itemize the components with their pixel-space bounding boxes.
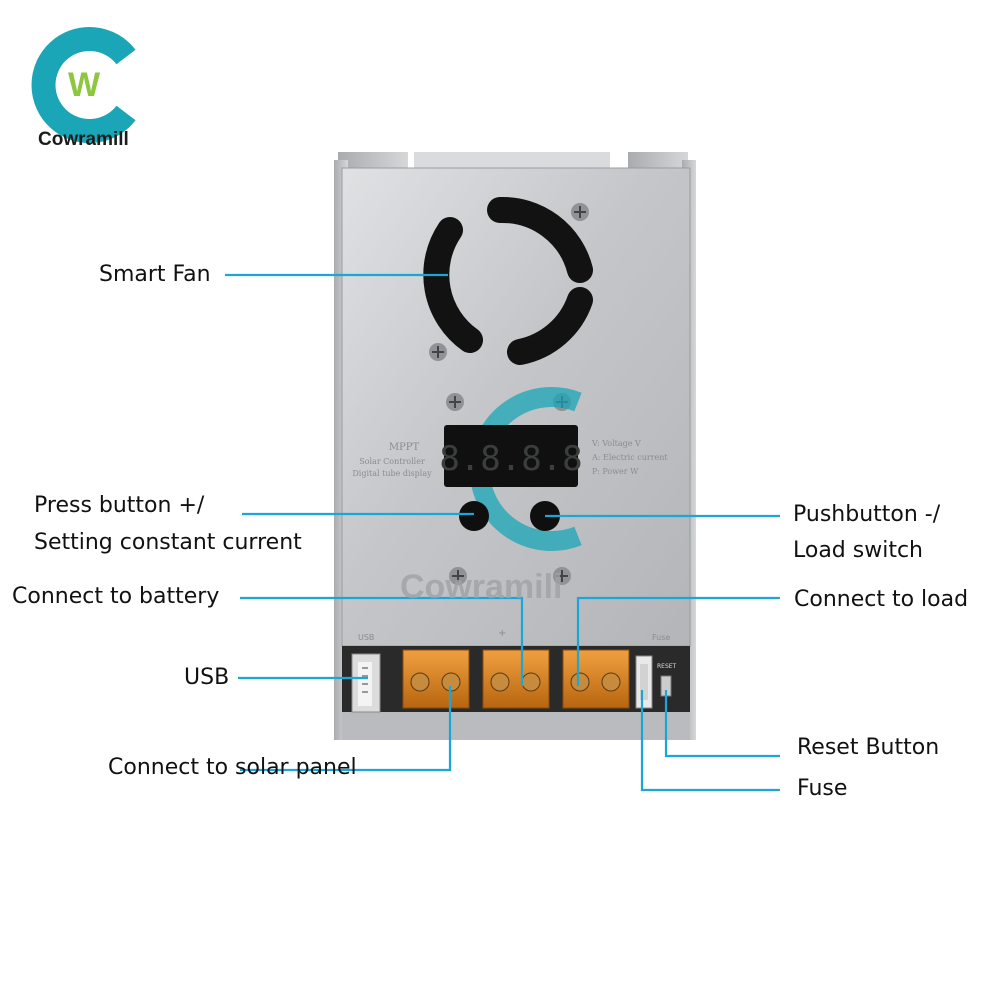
panel-reset-mark: RESET bbox=[657, 663, 677, 670]
label-usb: USB bbox=[184, 665, 230, 690]
label-connect-battery: Connect to battery bbox=[12, 584, 220, 609]
brand-logo: W bbox=[31, 27, 136, 143]
panel-right-line2: A: Electric current bbox=[591, 453, 668, 462]
panel-right-line3: P: Power W bbox=[592, 467, 639, 476]
case-top-tab bbox=[414, 152, 610, 170]
label-connect-load: Connect to load bbox=[794, 587, 969, 612]
plus-button[interactable] bbox=[459, 501, 489, 531]
leader-fuse bbox=[640, 690, 780, 792]
watermark-text: Cowramill bbox=[400, 568, 563, 606]
leader-load bbox=[576, 596, 780, 686]
logo-ring-shape bbox=[31, 27, 136, 143]
usb-port[interactable] bbox=[351, 653, 381, 713]
screw-icon bbox=[449, 567, 467, 585]
screw-icon bbox=[429, 343, 447, 361]
digital-display: 8.8.8.8 bbox=[439, 425, 583, 487]
display-digits: 8.8.8.8 bbox=[439, 439, 582, 479]
screw-icon bbox=[446, 393, 464, 411]
case-bottom-lip bbox=[342, 712, 690, 740]
battery-terminal[interactable] bbox=[482, 649, 550, 709]
load-terminal[interactable] bbox=[562, 649, 630, 709]
panel-usb-mark: USB bbox=[358, 633, 374, 642]
label-smart-fan: Smart Fan bbox=[99, 262, 211, 287]
panel-left-title: MPPT bbox=[389, 442, 420, 453]
label-press-button-line2: Setting constant current bbox=[34, 530, 302, 555]
panel-plus-mark: + bbox=[498, 628, 506, 639]
panel-left-line1: Solar Controller bbox=[359, 457, 425, 466]
smart-fan bbox=[423, 196, 593, 365]
logo-letters: W bbox=[68, 66, 101, 104]
label-pushbutton-line2: Load switch bbox=[793, 538, 924, 563]
leader-battery bbox=[240, 596, 524, 686]
label-pushbutton-line1: Pushbutton -/ bbox=[793, 502, 941, 527]
leader-reset bbox=[664, 690, 780, 758]
label-reset-button: Reset Button bbox=[797, 735, 940, 760]
panel-fuse-mark: Fuse bbox=[652, 633, 670, 642]
solar-terminal[interactable] bbox=[402, 649, 470, 709]
screw-icon bbox=[571, 203, 589, 221]
label-fuse: Fuse bbox=[797, 776, 848, 801]
panel-right-line1: V: Voltage V bbox=[591, 439, 641, 448]
fuse-holder bbox=[635, 655, 653, 709]
label-connect-solar: Connect to solar panel bbox=[108, 755, 357, 780]
label-press-button-line1: Press button +/ bbox=[34, 493, 205, 518]
brand-name: Cowramill bbox=[38, 129, 129, 150]
leader-solar bbox=[240, 686, 452, 772]
panel-left-line2: Digital tube display bbox=[352, 469, 432, 478]
leader-lines bbox=[225, 273, 780, 792]
screw-icon bbox=[553, 567, 571, 585]
